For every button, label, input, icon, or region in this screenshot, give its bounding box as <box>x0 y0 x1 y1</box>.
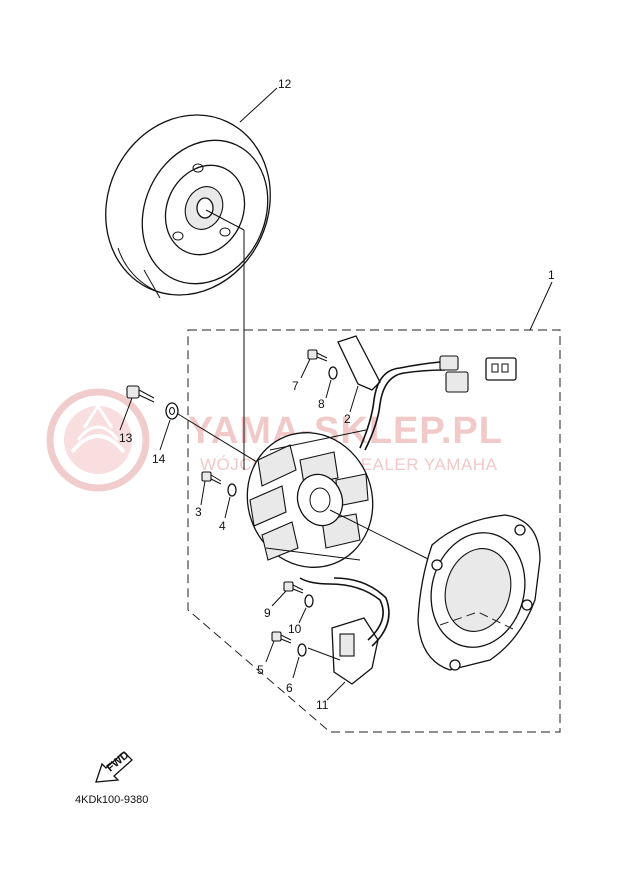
callout-4: 4 <box>219 519 226 533</box>
screw-5 <box>265 631 292 663</box>
washer-8 <box>325 366 338 399</box>
callout-3: 3 <box>195 505 202 519</box>
screw-9 <box>271 581 304 607</box>
watermark-title: YAMA-SKLEP.PL <box>188 410 503 452</box>
bolt-13 <box>119 385 155 431</box>
callout-10: 10 <box>288 622 302 636</box>
callout-12: 12 <box>278 77 292 91</box>
callout-9: 9 <box>264 606 271 620</box>
drawing-code: 4KDk100-9380 <box>75 794 148 806</box>
crankcase-cover <box>417 514 541 671</box>
callout-1: 1 <box>548 268 555 282</box>
callout-7: 7 <box>292 379 299 393</box>
washer-6 <box>292 643 307 679</box>
screw-7 <box>300 349 328 379</box>
pickup-coil-11 <box>299 577 390 701</box>
stator-coil <box>246 429 374 568</box>
flywheel-rotor <box>105 87 278 299</box>
clamp-2 <box>337 335 381 413</box>
callout-2: 2 <box>344 412 351 426</box>
washer-10 <box>298 594 314 624</box>
yamaha-logo-watermark <box>46 388 150 492</box>
callout-11: 11 <box>316 698 329 712</box>
callout-5: 5 <box>257 663 264 677</box>
callout-6: 6 <box>286 681 293 695</box>
callout-13: 13 <box>119 431 133 445</box>
callout-14: 14 <box>152 452 166 466</box>
washer-14 <box>159 402 179 451</box>
fwd-arrow-icon: FWD <box>95 749 133 783</box>
assembly-boundary <box>187 329 561 733</box>
callout-8: 8 <box>318 397 325 411</box>
washer-4 <box>224 483 237 519</box>
screw-3 <box>200 471 222 506</box>
wire-harness-top <box>359 355 517 451</box>
